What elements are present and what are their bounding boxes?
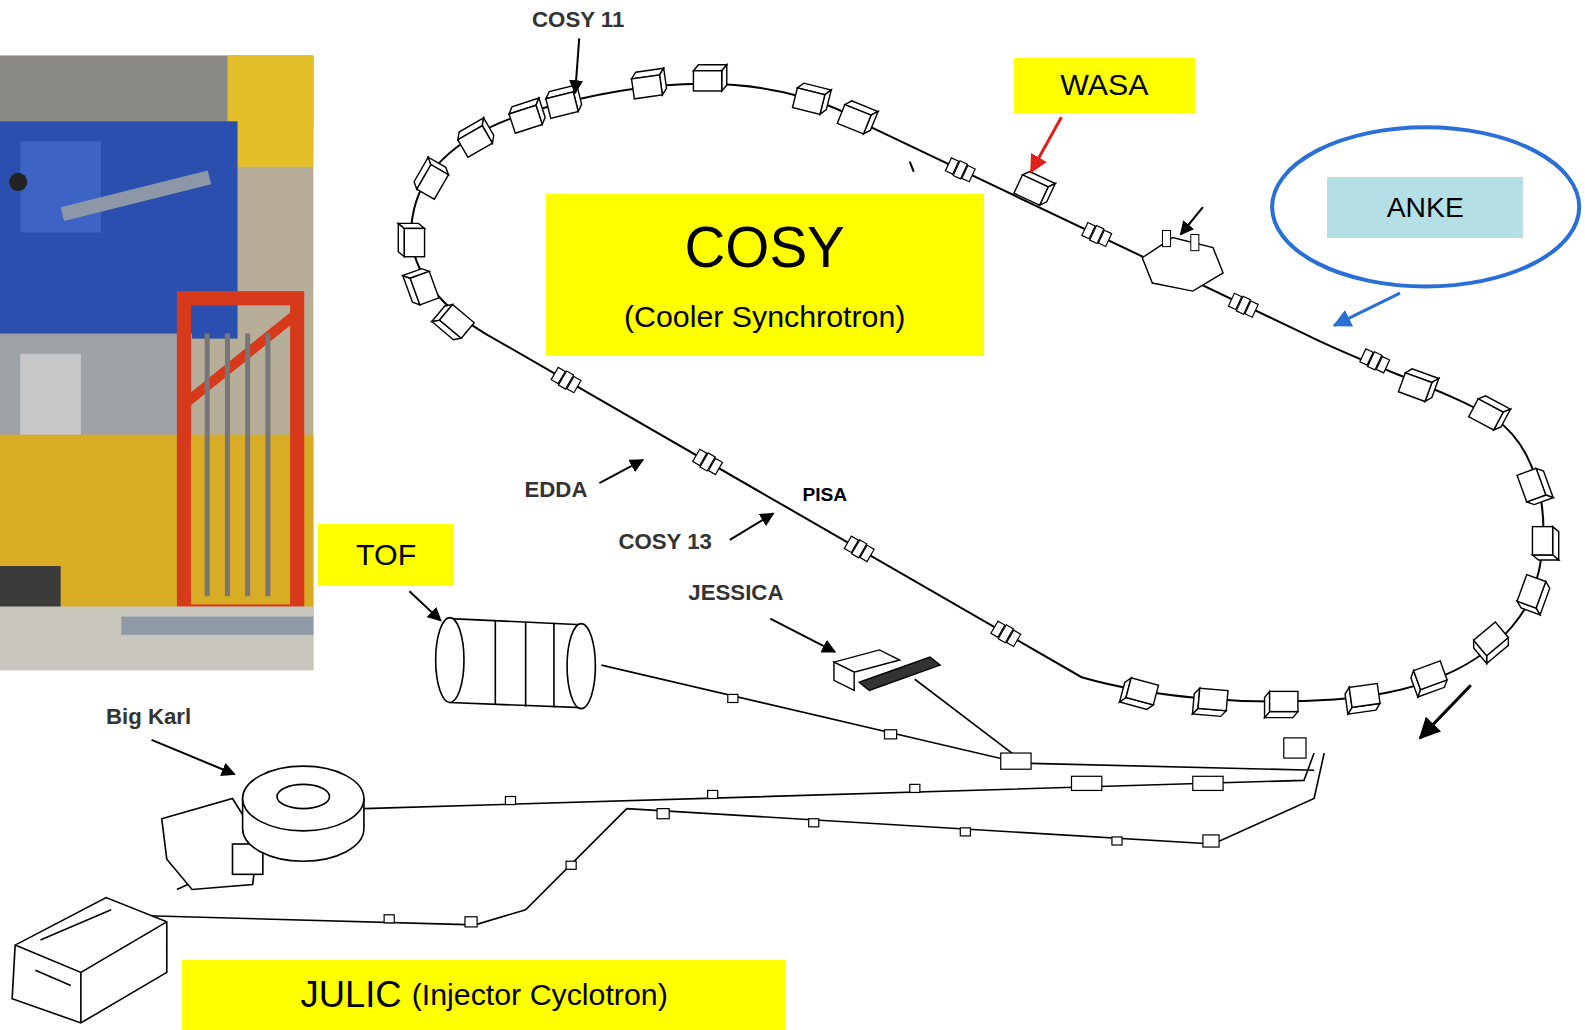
leader-arrows (152, 38, 1471, 774)
highlight-box: TOF (318, 524, 453, 587)
title-box: COSY (Cooler Synchrotron) (546, 194, 984, 356)
callout-oval: ANKE (1269, 124, 1582, 290)
part-label: JESSICA (686, 581, 785, 605)
part-label: EDDA (522, 478, 589, 502)
node-subtitle: (Cooler Synchrotron) (624, 300, 905, 335)
node-title: TOF (356, 538, 416, 573)
part-label: COSY 11 (530, 8, 626, 32)
title-box: JULIC (Injector Cyclotron) (182, 960, 786, 1030)
big-karl-spectrometer (162, 766, 364, 889)
part-label: PISA (800, 484, 849, 505)
ring-magnets (398, 65, 1558, 718)
beamlines (111, 665, 1324, 925)
jessica-setup (834, 650, 940, 690)
node-title: WASA (1060, 68, 1148, 103)
detector-photo (0, 56, 313, 671)
part-label: Big Karl (104, 705, 193, 729)
node-subtitle: (Injector Cyclotron) (412, 978, 668, 1013)
julic-cyclotron (12, 898, 167, 1023)
beamline-elements (384, 694, 1306, 926)
node-title: JULIC (301, 974, 402, 1016)
cosy-ring (411, 84, 1543, 702)
node-title: ANKE (1327, 177, 1523, 238)
node-title: COSY (684, 215, 844, 280)
highlight-box: WASA (1014, 58, 1195, 114)
part-label: COSY 13 (616, 530, 713, 554)
tof-detector (436, 618, 596, 709)
